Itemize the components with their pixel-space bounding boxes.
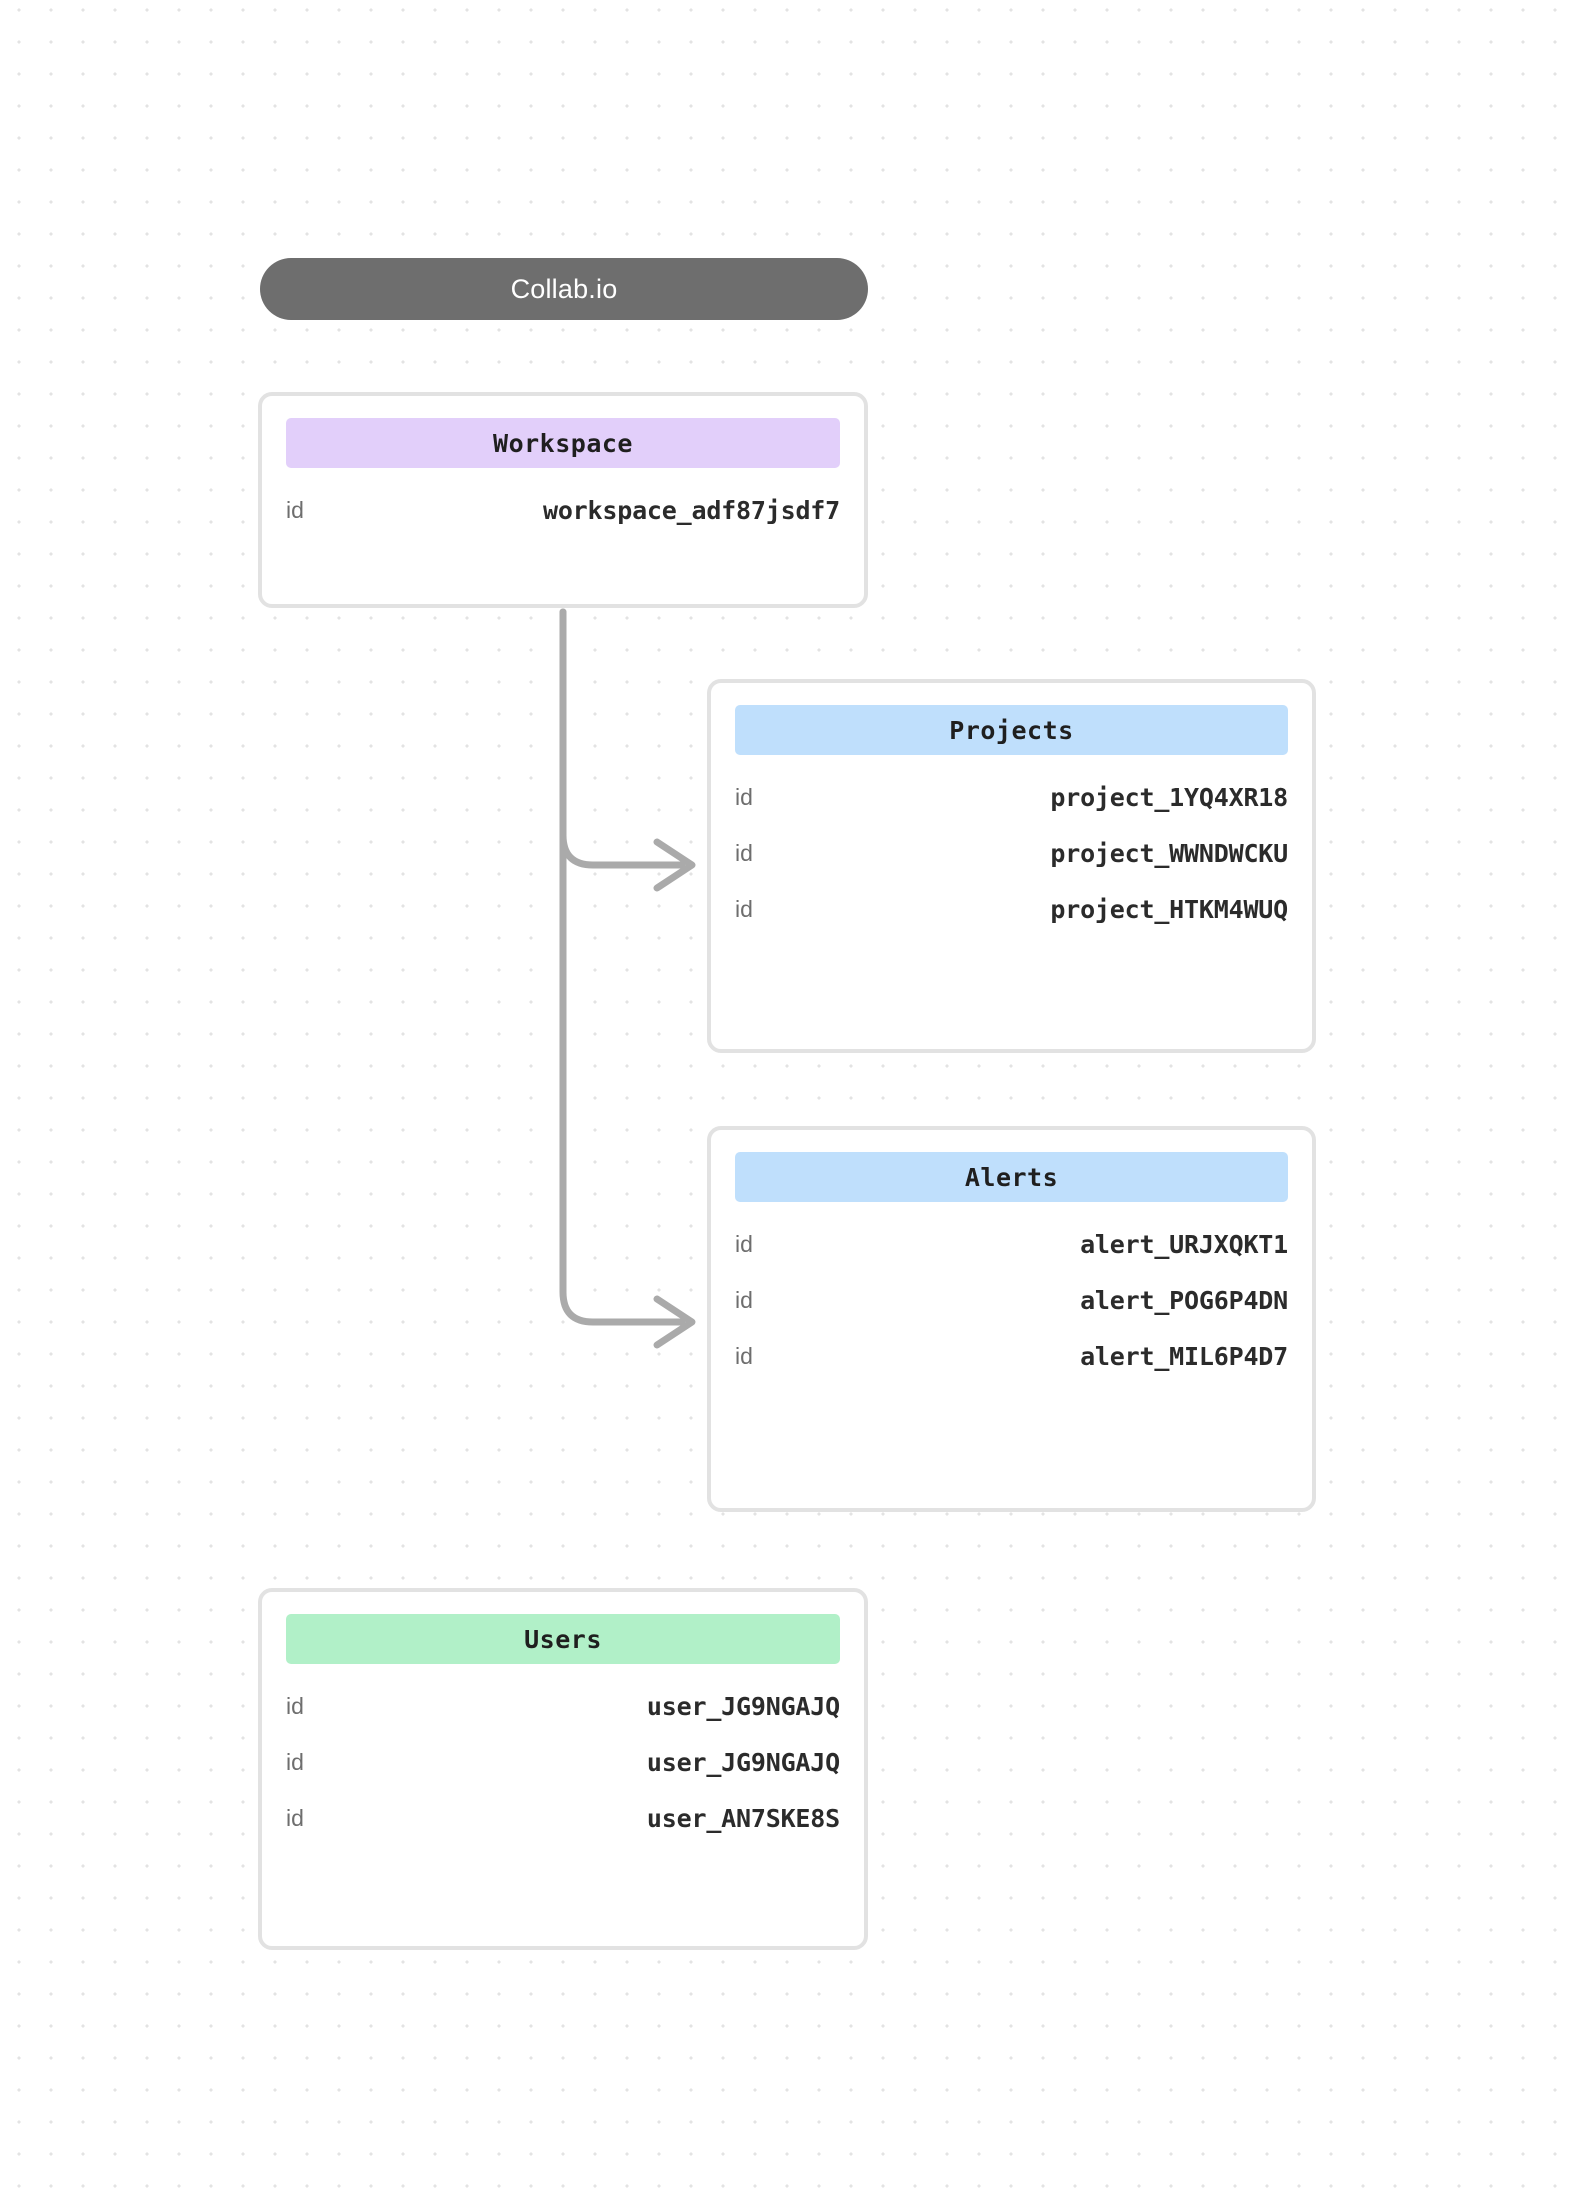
card-header-users: Users [286,1614,840,1664]
table-row[interactable]: id workspace_adf87jsdf7 [262,482,864,538]
connector-workspace-to-alerts [559,608,686,1326]
card-header-workspace: Workspace [286,418,840,468]
card-rows-users: id user_JG9NGAJQ id user_JG9NGAJQ id use… [262,1678,864,1846]
diagram-title-pill: Collab.io [260,258,868,320]
card-header-label: Projects [949,715,1074,745]
row-value: alert_POG6P4DN [1080,1285,1288,1315]
table-row[interactable]: id alert_MIL6P4D7 [711,1328,1312,1384]
table-row[interactable]: id alert_URJXQKT1 [711,1216,1312,1272]
row-key: id [735,839,753,866]
arrowhead-projects-icon [653,838,696,892]
entity-card-workspace[interactable]: Workspace id workspace_adf87jsdf7 [258,392,868,608]
table-row[interactable]: id project_WWNDWCKU [711,825,1312,881]
table-row[interactable]: id project_HTKM4WUQ [711,881,1312,937]
row-key: id [735,895,753,922]
row-key: id [735,1342,753,1369]
row-key: id [735,783,753,810]
card-rows-alerts: id alert_URJXQKT1 id alert_POG6P4DN id a… [711,1216,1312,1384]
card-header-label: Users [524,1624,602,1654]
row-key: id [286,1804,304,1831]
entity-card-alerts[interactable]: Alerts id alert_URJXQKT1 id alert_POG6P4… [707,1126,1316,1512]
table-row[interactable]: id user_AN7SKE8S [262,1790,864,1846]
card-rows-workspace: id workspace_adf87jsdf7 [262,482,864,538]
row-value: alert_URJXQKT1 [1080,1229,1288,1259]
card-header-label: Alerts [964,1162,1059,1192]
row-value: alert_MIL6P4D7 [1080,1341,1288,1371]
row-value: user_AN7SKE8S [646,1803,840,1833]
connector-workspace-to-projects [559,608,686,869]
arrowhead-alerts-icon [653,1295,696,1349]
entity-card-users[interactable]: Users id user_JG9NGAJQ id user_JG9NGAJQ … [258,1588,868,1950]
row-key: id [735,1230,753,1257]
table-row[interactable]: id user_JG9NGAJQ [262,1678,864,1734]
table-row[interactable]: id project_1YQ4XR18 [711,769,1312,825]
card-rows-projects: id project_1YQ4XR18 id project_WWNDWCKU … [711,769,1312,937]
row-value: project_1YQ4XR18 [1050,782,1288,812]
row-value: user_JG9NGAJQ [646,1747,840,1777]
table-row[interactable]: id user_JG9NGAJQ [262,1734,864,1790]
diagram-title-label: Collab.io [510,273,618,304]
row-value: project_HTKM4WUQ [1050,894,1288,924]
row-value: user_JG9NGAJQ [646,1691,840,1721]
card-header-alerts: Alerts [735,1152,1288,1202]
row-key: id [735,1286,753,1313]
card-header-projects: Projects [735,705,1288,755]
row-key: id [286,496,304,523]
entity-card-projects[interactable]: Projects id project_1YQ4XR18 id project_… [707,679,1316,1053]
table-row[interactable]: id alert_POG6P4DN [711,1272,1312,1328]
row-key: id [286,1692,304,1719]
row-value: workspace_adf87jsdf7 [542,495,840,525]
row-key: id [286,1748,304,1775]
card-header-label: Workspace [493,428,633,458]
row-value: project_WWNDWCKU [1050,838,1288,868]
